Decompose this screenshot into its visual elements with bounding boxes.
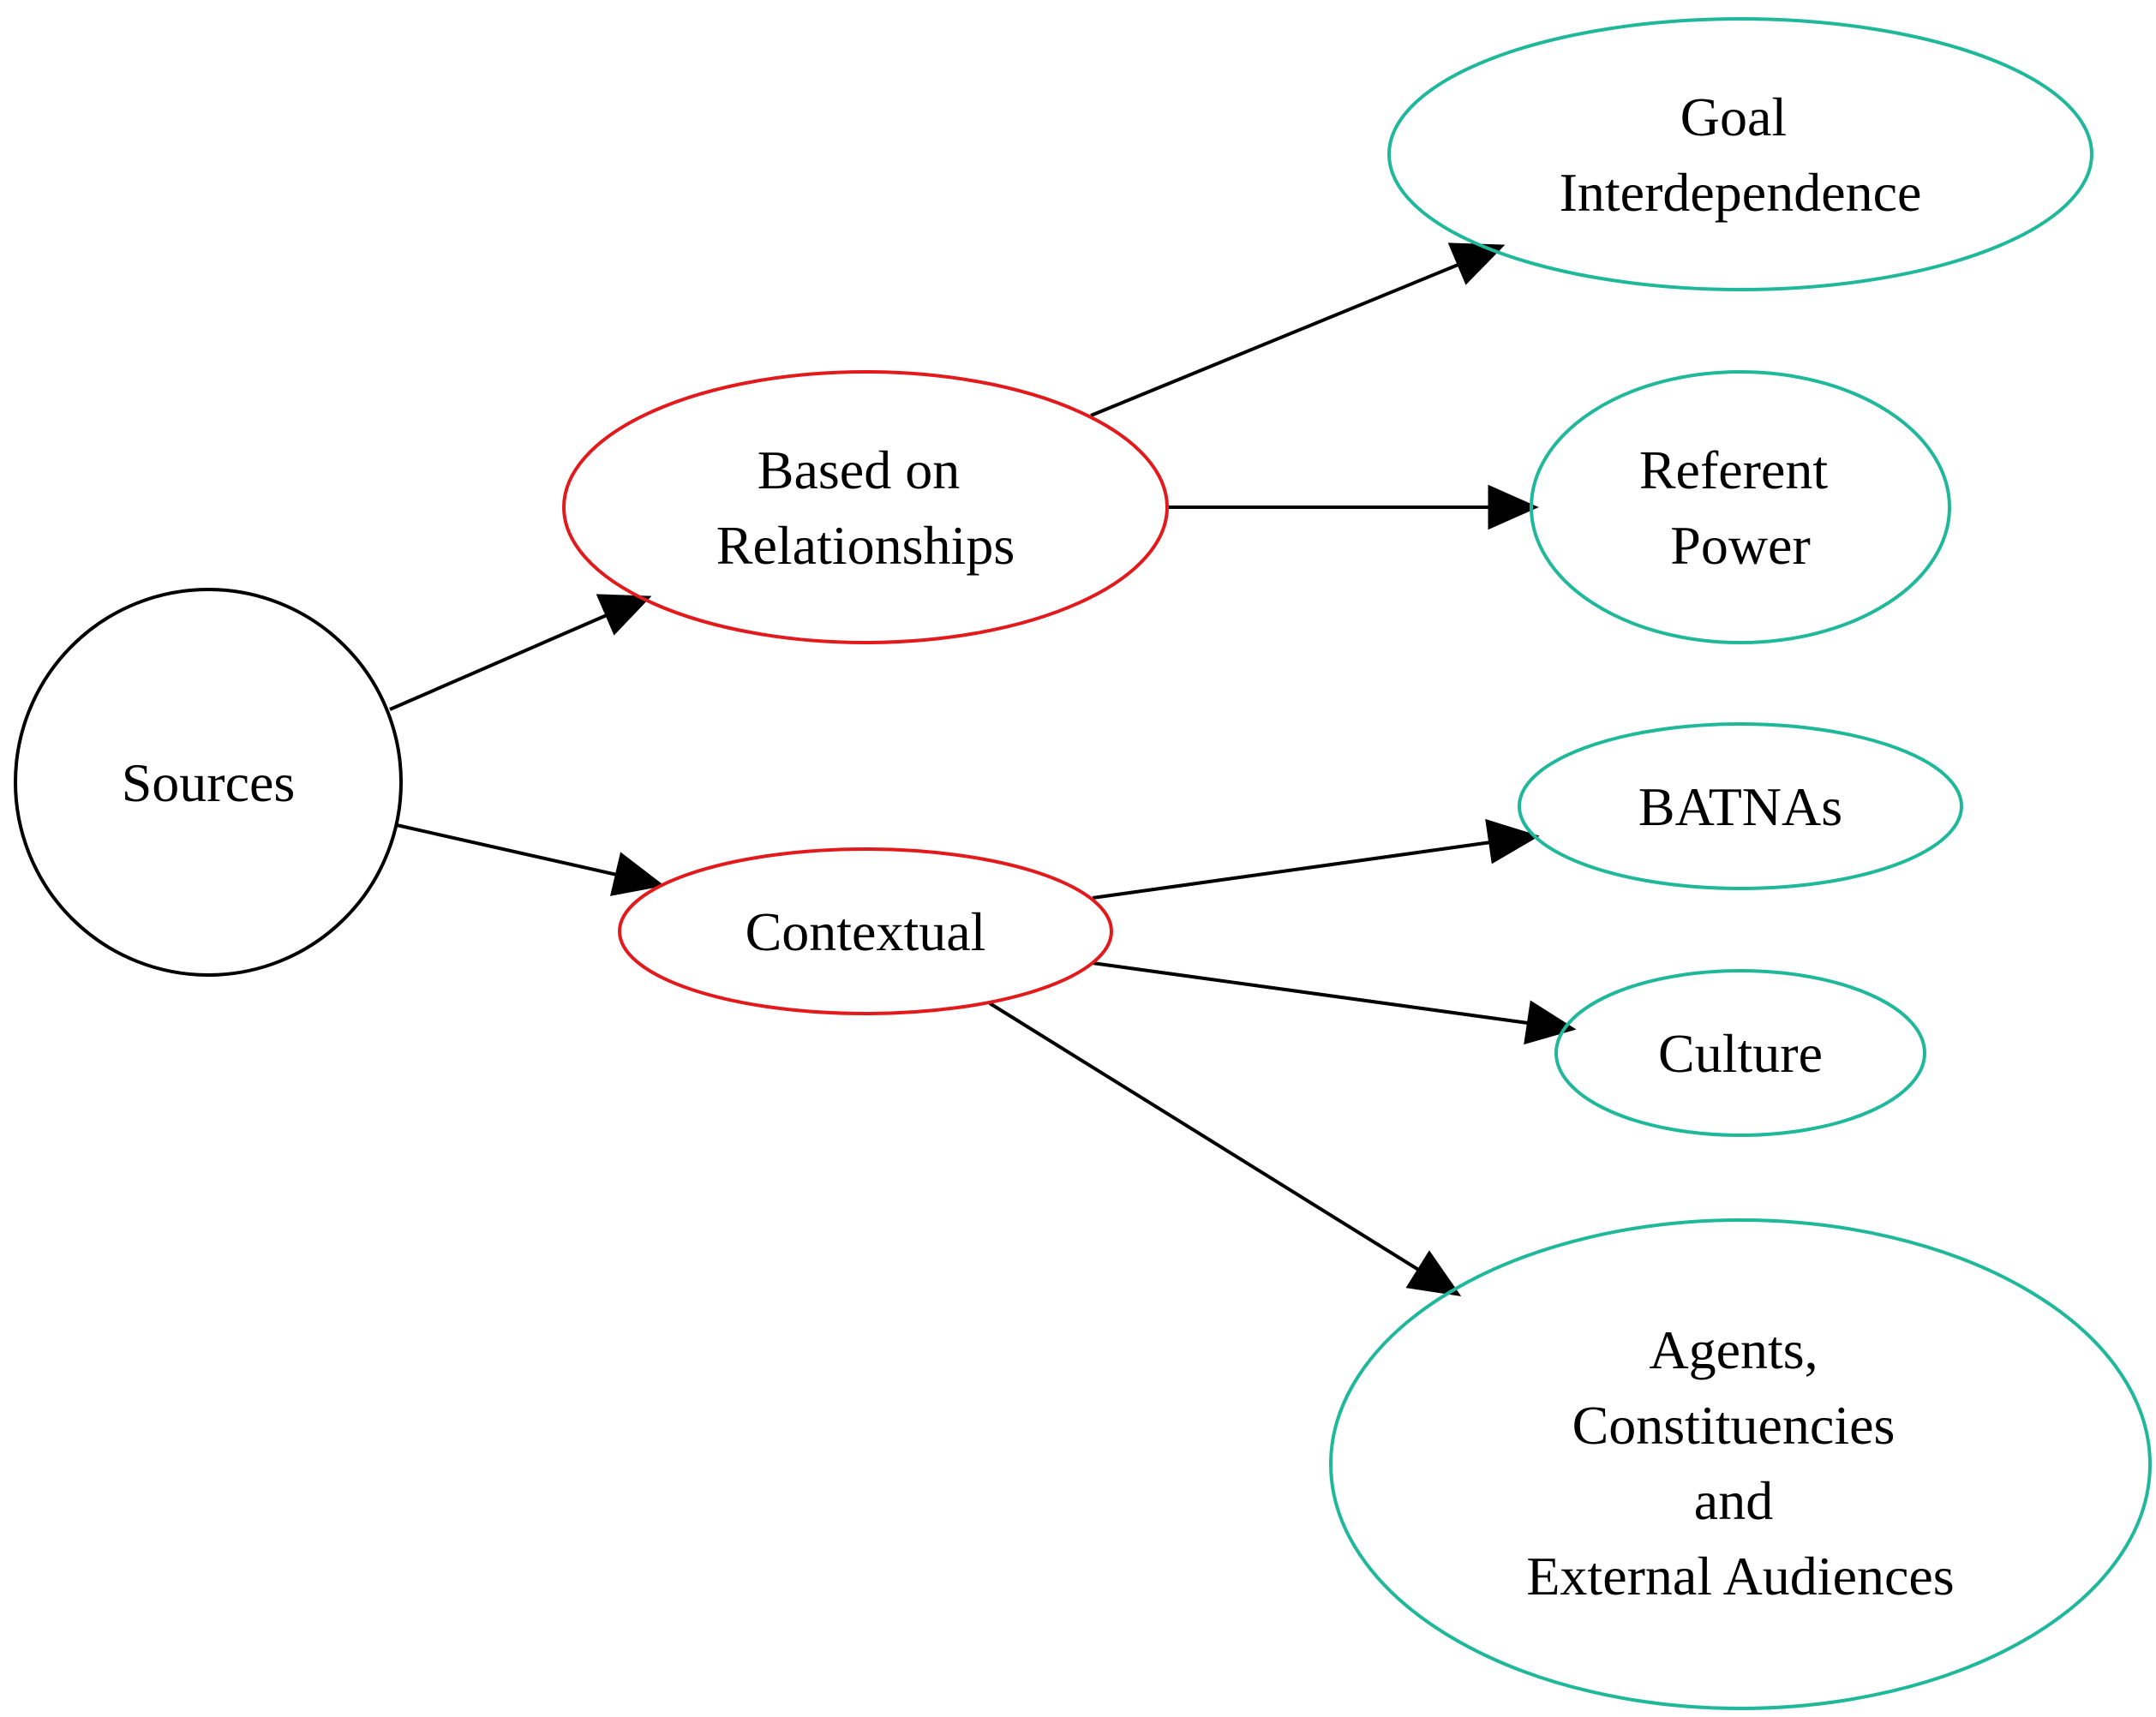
node-agents-line-2: Constituencies	[1572, 1395, 1895, 1456]
node-batnas-line-1: BATNAs	[1638, 776, 1842, 837]
node-culture-label: Culture	[1658, 1023, 1823, 1084]
node-agents-line-4: External Audiences	[1526, 1546, 1954, 1606]
node-goal-interdependence-label: Goal Interdependence	[1560, 87, 1922, 223]
node-agents: Agents, Constituencies and External Audi…	[1329, 1218, 2152, 1710]
node-batnas: BATNAs	[1518, 722, 1963, 890]
node-referent-power-line-1: Referent	[1639, 440, 1829, 500]
node-referent-power-label: Referent Power	[1639, 440, 1842, 576]
edge-sources-to-contextual	[396, 823, 665, 896]
node-culture-line-1: Culture	[1658, 1023, 1823, 1084]
nodes: Sources Based on Relationships Contextua…	[14, 17, 2152, 1710]
edges	[389, 242, 1577, 1297]
node-goal-interdependence-line-1: Goal	[1680, 87, 1787, 147]
node-contextual: Contextual	[618, 847, 1113, 1015]
node-contextual-line-1: Contextual	[746, 901, 986, 962]
node-batnas-label: BATNAs	[1638, 776, 1842, 837]
edge-contextual-to-batnas	[1092, 818, 1540, 900]
node-based-on-relationships-label: Based on Relationships	[716, 440, 1015, 576]
edge-contextual-to-agents	[988, 1002, 1462, 1297]
edge-sources-to-based-on-relationships	[389, 594, 652, 711]
node-referent-power: Referent Power	[1530, 370, 1951, 644]
node-culture: Culture	[1554, 969, 1926, 1137]
node-agents-line-3: and	[1694, 1470, 1773, 1531]
node-agents-label: Agents, Constituencies and External Audi…	[1526, 1319, 1954, 1606]
edge-based-on-relationships-to-referent-power	[1165, 484, 1539, 530]
node-agents-line-1: Agents,	[1649, 1319, 1818, 1380]
node-based-on-relationships-line-1: Based on	[758, 440, 960, 500]
node-based-on-relationships: Based on Relationships	[562, 370, 1169, 644]
node-goal-interdependence: Goal Interdependence	[1387, 17, 2093, 291]
node-sources: Sources	[14, 588, 403, 977]
node-sources-line-1: Sources	[122, 752, 296, 813]
node-contextual-label: Contextual	[746, 901, 986, 962]
node-based-on-relationships-line-2: Relationships	[716, 515, 1015, 576]
node-sources-label: Sources	[122, 752, 296, 813]
edge-contextual-to-culture	[1092, 961, 1577, 1045]
edge-based-on-relationships-to-goal-interdependence	[1090, 242, 1506, 417]
node-goal-interdependence-line-2: Interdependence	[1560, 162, 1922, 223]
node-referent-power-line-2: Power	[1670, 515, 1811, 576]
